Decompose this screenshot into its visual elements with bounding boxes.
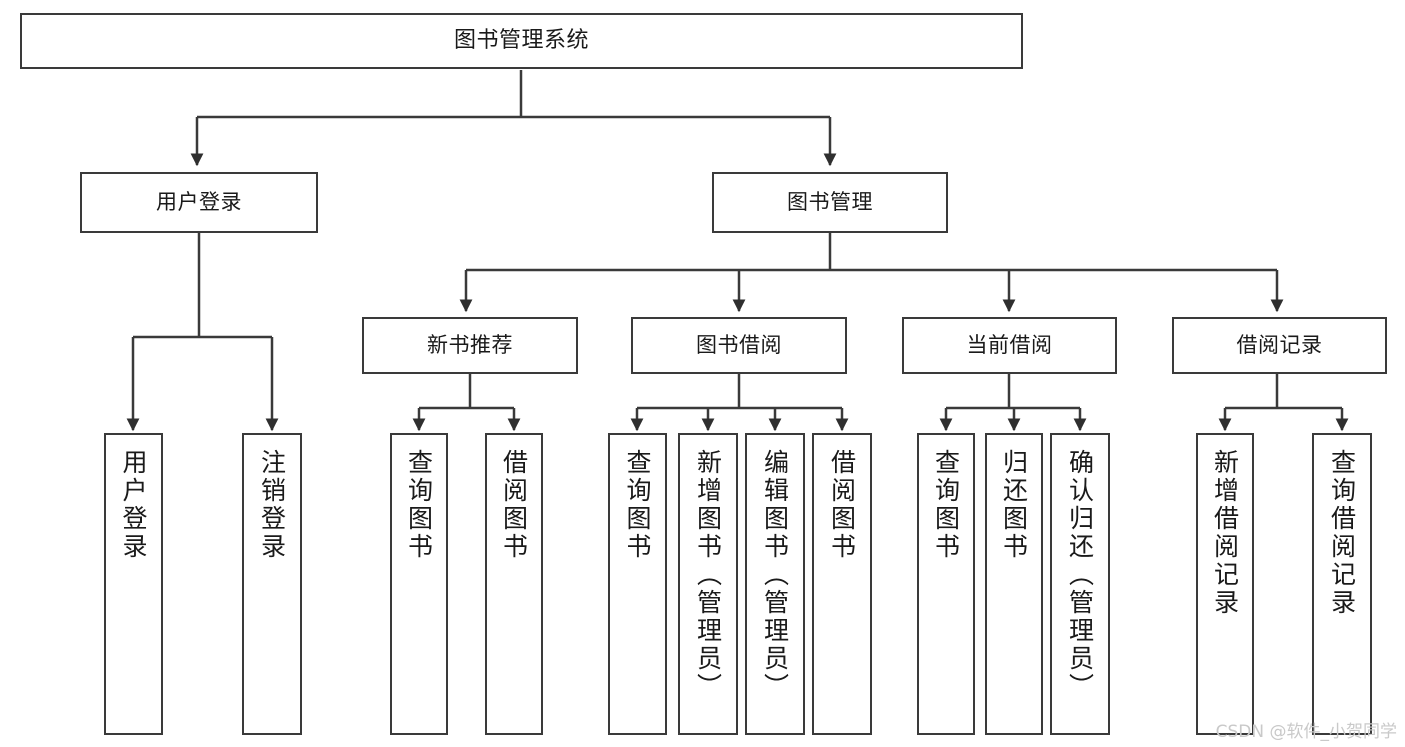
node-label: 查询图书 [931, 449, 961, 561]
node-book-borrow[interactable]: 图书借阅 [631, 317, 847, 374]
node-borrow-record[interactable]: 借阅记录 [1172, 317, 1387, 374]
node-label: 编辑图书（管理员） [760, 449, 790, 701]
node-leaf-confirm-return[interactable]: 确认归还（管理员） [1050, 433, 1110, 735]
node-label: 图书借阅 [696, 332, 782, 357]
node-user-login[interactable]: 用户登录 [80, 172, 318, 233]
node-label: 归还图书 [999, 449, 1029, 561]
node-leaf-query-book-2[interactable]: 查询图书 [608, 433, 667, 735]
node-label: 查询借阅记录 [1327, 449, 1357, 617]
node-leaf-query-book-3[interactable]: 查询图书 [917, 433, 975, 735]
node-label: 注销登录 [257, 449, 287, 561]
node-leaf-borrow-book-2[interactable]: 借阅图书 [812, 433, 872, 735]
node-label: 借阅图书 [499, 449, 529, 561]
node-leaf-borrow-book-1[interactable]: 借阅图书 [485, 433, 543, 735]
node-label: 新增借阅记录 [1210, 449, 1240, 617]
node-leaf-add-book[interactable]: 新增图书（管理员） [678, 433, 738, 735]
node-book-manage[interactable]: 图书管理 [712, 172, 948, 233]
node-label: 图书管理 [787, 189, 873, 214]
node-current-borrow[interactable]: 当前借阅 [902, 317, 1117, 374]
node-label: 查询图书 [623, 449, 652, 561]
node-label: 新书推荐 [427, 332, 513, 357]
node-label: 当前借阅 [966, 332, 1053, 357]
node-label: 借阅记录 [1236, 332, 1323, 357]
node-label: 借阅图书 [827, 449, 857, 561]
node-label: 查询图书 [404, 449, 434, 561]
csdn-watermark: CSDN @软件_小贺同学 [1215, 722, 1397, 742]
node-leaf-edit-book[interactable]: 编辑图书（管理员） [745, 433, 805, 735]
node-label: 图书管理系统 [453, 27, 589, 53]
node-label: 新增图书（管理员） [693, 449, 723, 701]
node-root-system[interactable]: 图书管理系统 [20, 13, 1023, 69]
node-label: 用户登录 [156, 189, 242, 214]
node-leaf-query-record[interactable]: 查询借阅记录 [1312, 433, 1372, 735]
node-new-book-rec[interactable]: 新书推荐 [362, 317, 578, 374]
node-leaf-add-record[interactable]: 新增借阅记录 [1196, 433, 1254, 735]
node-leaf-user-login[interactable]: 用户登录 [104, 433, 163, 735]
node-leaf-return-book[interactable]: 归还图书 [985, 433, 1043, 735]
node-leaf-logout[interactable]: 注销登录 [242, 433, 302, 735]
node-label: 用户登录 [119, 449, 148, 561]
node-label: 确认归还（管理员） [1065, 449, 1095, 701]
node-leaf-query-book-1[interactable]: 查询图书 [390, 433, 448, 735]
